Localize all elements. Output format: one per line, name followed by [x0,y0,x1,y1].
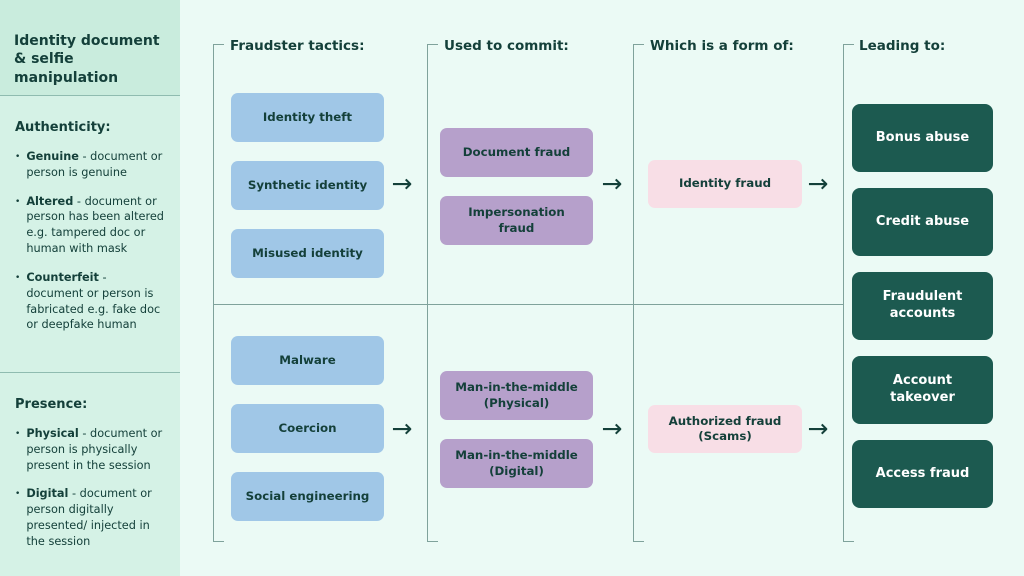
column-bracket [427,44,438,542]
presence-section: Presence: • Physical - document or perso… [0,373,180,563]
bullet-text: Digital - document or person digitally p… [26,487,152,548]
column-header-which-is-a-form-of: Which is a form of: [650,38,794,54]
bullet-counterfeit: • Counterfeit - document or person is fa… [15,270,165,333]
column-header-leading-to: Leading to: [859,38,946,54]
arrow-right-icon: → [601,413,623,443]
sidebar: Identity document & selfie manipulation … [0,0,180,576]
bullet-physical: • Physical - document or person is physi… [15,426,165,473]
commit-box-impersonation-fraud: Impersonation fraud [440,196,593,245]
bullet-dot-icon: • [15,429,21,439]
column-header-used-to-commit: Used to commit: [444,38,569,54]
outcome-box-fraudulent-accounts: Fraudulent accounts [852,272,993,340]
column-bracket [843,44,854,542]
authenticity-heading: Authenticity: [15,120,111,135]
bullet-digital: • Digital - document or person digitally… [15,486,165,549]
outcome-box-access-fraud: Access fraud [852,440,993,508]
tactic-box-synthetic-identity: Synthetic identity [231,161,384,210]
commit-box-document-fraud: Document fraud [440,128,593,177]
bullet-text: Altered - document or person has been al… [26,194,164,256]
sidebar-divider [0,372,180,373]
presence-heading: Presence: [15,397,88,412]
arrow-right-icon: → [807,413,829,443]
outcome-box-bonus-abuse: Bonus abuse [852,104,993,172]
bullet-text: Genuine - document or person is genuine [26,150,163,179]
outcome-box-account-takeover: Account takeover [852,356,993,424]
outcome-box-credit-abuse: Credit abuse [852,188,993,256]
arrow-right-icon: → [391,168,413,198]
page-title: Identity document & selfie manipulation [0,0,180,96]
bullet-dot-icon: • [15,489,21,500]
tactic-box-coercion: Coercion [231,404,384,453]
arrow-right-icon: → [391,413,413,443]
bullet-dot-icon: • [15,152,21,162]
form-box-authorized-fraud-scams: Authorized fraud (Scams) [648,405,802,453]
arrow-right-icon: → [807,168,829,198]
bullet-dot-icon: • [15,196,21,207]
bullet-altered: • Altered - document or person has been … [15,194,165,257]
column-bracket [633,44,644,542]
commit-box-mitm-physical: Man-in-the-middle (Physical) [440,371,593,420]
column-bracket [213,44,224,542]
tactic-box-malware: Malware [231,336,384,385]
tactic-box-identity-theft: Identity theft [231,93,384,142]
commit-box-mitm-digital: Man-in-the-middle (Digital) [440,439,593,488]
bullet-text: Physical - document or person is physica… [26,427,163,472]
form-box-identity-fraud: Identity fraud [648,160,802,208]
tactic-box-social-engineering: Social engineering [231,472,384,521]
bullet-text: Counterfeit - document or person is fabr… [26,270,161,332]
column-header-fraudster-tactics: Fraudster tactics: [230,38,365,54]
bullet-genuine: • Genuine - document or person is genuin… [15,149,165,181]
arrow-right-icon: → [601,168,623,198]
tactic-box-misused-identity: Misused identity [231,229,384,278]
row-divider-line [213,304,844,305]
bullet-dot-icon: • [15,272,21,283]
authenticity-section: Authenticity: • Genuine - document or pe… [0,96,180,346]
